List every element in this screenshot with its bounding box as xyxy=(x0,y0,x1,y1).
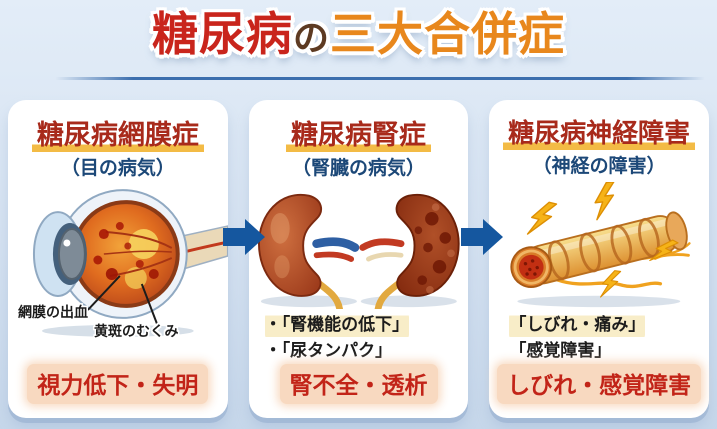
callout-macular-edema: 黄斑のむくみ xyxy=(94,324,179,340)
retinopathy-title: 糖尿病網膜症 xyxy=(31,113,204,153)
neuropathy-symptoms: 「しびれ・痛み」 「感覚障害」 xyxy=(509,313,646,364)
title-particle: の xyxy=(292,18,330,59)
nephropathy-symptoms: ・「腎機能の低下」 ・「尿タンパク」 xyxy=(264,313,410,364)
nephropathy-title: 糖尿病腎症 xyxy=(286,113,431,153)
arrow-right-icon xyxy=(461,219,503,255)
nerve-illustration-svg xyxy=(510,182,691,308)
header-divider xyxy=(55,77,705,80)
panel-neuropathy: 糖尿病神経障害 （神経の障害） xyxy=(489,100,710,418)
symptom-sensory-disorder: 「感覚障害」 xyxy=(509,340,612,361)
neuropathy-title: 糖尿病神経障害 xyxy=(503,113,696,151)
symptom-urine-protein: ・「尿タンパク」 xyxy=(264,340,393,361)
title-diabetes: 糖尿病 xyxy=(151,7,293,61)
kidneys-illustration-svg xyxy=(257,193,460,309)
panel-retinopathy: 糖尿病網膜症 （目の病気） xyxy=(8,100,228,418)
nerve-fiber-illustration xyxy=(489,182,709,309)
eye-illustration-svg xyxy=(32,189,228,337)
nephropathy-outcome: 腎不全・透析 xyxy=(279,364,438,404)
symptom-numbness-pain: 「しびれ・痛み」 xyxy=(509,313,646,339)
retinopathy-subtitle: （目の病気） xyxy=(60,157,175,179)
title-complications: 三大合併症 xyxy=(330,7,565,61)
nephropathy-subtitle: （腎臓の病気） xyxy=(292,157,426,179)
callout-retinal-hemorrhage: 網膜の出血 xyxy=(18,305,88,321)
panels-row: 糖尿病網膜症 （目の病気） xyxy=(8,100,710,418)
neuropathy-subtitle: （神経の障害） xyxy=(532,155,666,177)
kidneys-illustration xyxy=(249,188,469,309)
retinopathy-outcome: 視力低下・失明 xyxy=(27,364,209,404)
symptom-kidney-function: ・「腎機能の低下」 xyxy=(264,313,410,339)
infographic-header: 糖尿病の三大合併症 xyxy=(0,6,717,64)
arrow-right-icon xyxy=(223,219,265,255)
eye-cross-section-illustration: 網膜の出血 黄斑のむくみ xyxy=(8,182,228,340)
neuropathy-outcome: しびれ・感覚障害 xyxy=(497,364,702,404)
panel-nephropathy: 糖尿病腎症 （腎臓の病気） xyxy=(248,100,469,418)
page-title: 糖尿病の三大合併症 xyxy=(0,6,717,64)
